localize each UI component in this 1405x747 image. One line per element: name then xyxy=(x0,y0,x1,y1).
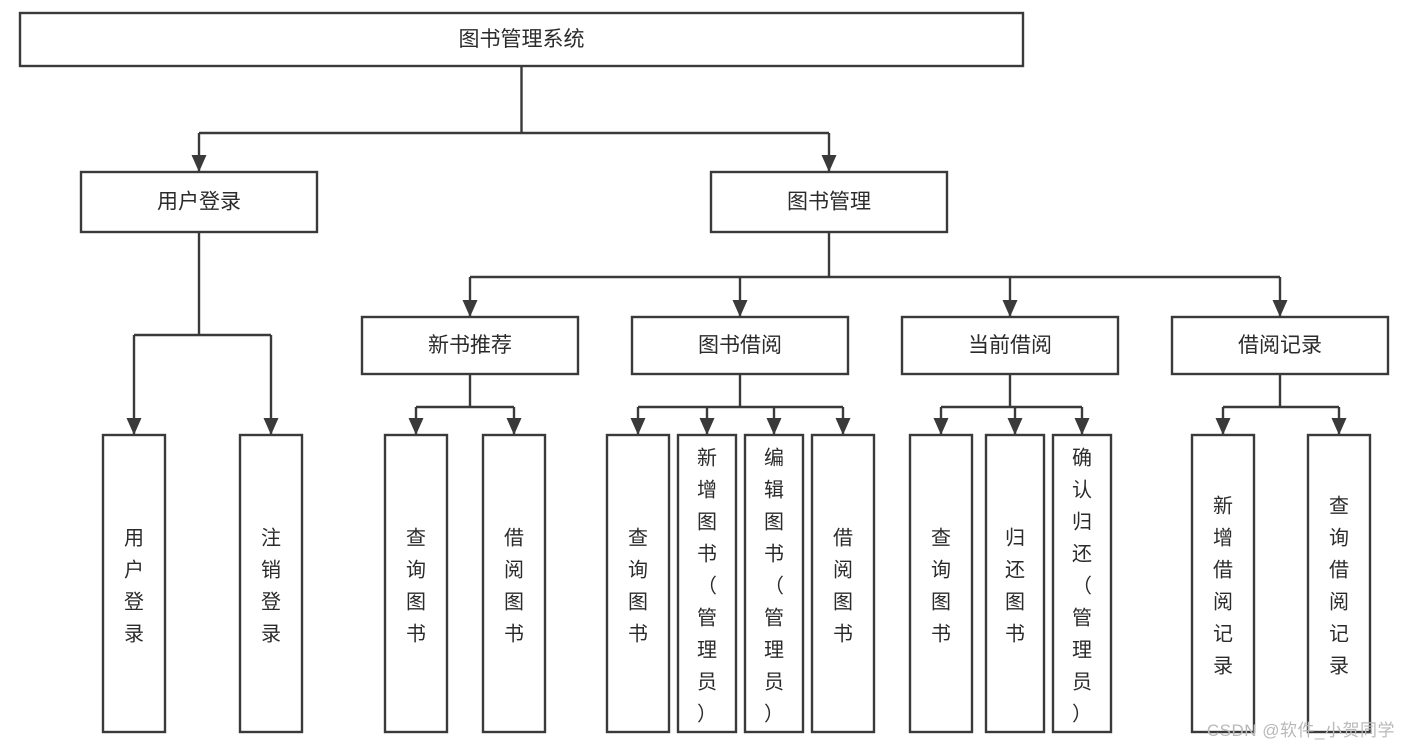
node-borrow-records[interactable]: 借阅记录 xyxy=(1170,315,1390,376)
arrow-head-icon xyxy=(766,418,782,435)
arrow-head-icon xyxy=(821,155,837,172)
node-user-logout[interactable]: 注销登录 xyxy=(238,433,304,734)
node-box-user-logout xyxy=(238,433,304,734)
node-box-book-management xyxy=(709,170,949,234)
node-book-borrow[interactable]: 图书借阅 xyxy=(630,315,850,376)
node-current-return-book[interactable]: 归还图书 xyxy=(984,433,1046,734)
node-label-record-add: 新增借阅记录 xyxy=(1213,494,1233,677)
node-box-recommend-query-book xyxy=(383,433,449,734)
node-box-user-login xyxy=(79,170,319,234)
arrow-head-icon xyxy=(699,418,715,435)
node-label-current-borrow: 当前借阅 xyxy=(968,334,1052,357)
csdn-watermark: CSDN @软件_小贺同学 xyxy=(1206,721,1395,740)
node-box-current-return-book xyxy=(984,433,1046,734)
node-label-current-return-book: 归还图书 xyxy=(1005,526,1025,645)
node-box-recommend-borrow-book xyxy=(481,433,547,734)
node-borrow-query-book[interactable]: 查询图书 xyxy=(605,433,671,734)
node-box-record-add xyxy=(1190,433,1256,734)
node-label-new-book-recommend: 新书推荐 xyxy=(428,334,512,357)
node-label-recommend-borrow-book: 借阅图书 xyxy=(504,526,524,645)
node-record-add[interactable]: 新增借阅记录 xyxy=(1190,433,1256,734)
node-current-query-book[interactable]: 查询图书 xyxy=(908,433,974,734)
arrow-head-icon xyxy=(1007,418,1023,435)
node-box-root xyxy=(18,11,1025,68)
arrow-head-icon xyxy=(835,418,851,435)
arrow-head-icon xyxy=(408,418,424,435)
node-label-borrow-borrow-book: 借阅图书 xyxy=(833,526,853,645)
node-recommend-borrow-book[interactable]: 借阅图书 xyxy=(481,433,547,734)
node-borrow-borrow-book[interactable]: 借阅图书 xyxy=(810,433,876,734)
node-box-user-login-do xyxy=(101,433,167,734)
node-root[interactable]: 图书管理系统 xyxy=(18,11,1025,68)
node-box-book-borrow xyxy=(630,315,850,376)
node-box-borrow-add-book xyxy=(676,433,738,734)
node-box-borrow-records xyxy=(1170,315,1390,376)
arrow-head-icon xyxy=(732,300,748,317)
node-box-current-query-book xyxy=(908,433,974,734)
node-box-current-confirm-return xyxy=(1051,433,1113,734)
node-new-book-recommend[interactable]: 新书推荐 xyxy=(360,315,580,376)
node-box-current-borrow xyxy=(900,315,1120,376)
node-label-borrow-query-book: 查询图书 xyxy=(628,526,648,645)
arrow-head-icon xyxy=(126,418,142,435)
node-current-confirm-return[interactable]: 确认归还（管理员） xyxy=(1051,433,1113,734)
node-user-login[interactable]: 用户登录 xyxy=(79,170,319,234)
node-user-login-do[interactable]: 用户登录 xyxy=(101,433,167,734)
arrow-head-icon xyxy=(1002,300,1018,317)
arrow-head-icon xyxy=(1215,418,1231,435)
arrow-head-icon xyxy=(1331,418,1347,435)
node-book-management[interactable]: 图书管理 xyxy=(709,170,949,234)
arrow-head-icon xyxy=(462,300,478,317)
arrow-head-icon xyxy=(191,155,207,172)
node-label-borrow-records: 借阅记录 xyxy=(1238,334,1322,357)
node-box-borrow-borrow-book xyxy=(810,433,876,734)
node-current-borrow[interactable]: 当前借阅 xyxy=(900,315,1120,376)
arrow-head-icon xyxy=(1272,300,1288,317)
arrow-head-icon xyxy=(1074,418,1090,435)
arrow-head-icon xyxy=(630,418,646,435)
node-label-user-logout: 注销登录 xyxy=(261,526,281,645)
node-label-record-query: 查询借阅记录 xyxy=(1329,494,1349,677)
node-label-borrow-edit-book: 编辑图书（管理员） xyxy=(764,446,784,725)
node-box-new-book-recommend xyxy=(360,315,580,376)
node-label-recommend-query-book: 查询图书 xyxy=(406,526,426,645)
connector-layer xyxy=(126,66,1347,435)
arrow-head-icon xyxy=(506,418,522,435)
node-box-borrow-edit-book xyxy=(743,433,805,734)
node-record-query[interactable]: 查询借阅记录 xyxy=(1306,433,1372,734)
node-label-current-confirm-return: 确认归还（管理员） xyxy=(1072,446,1092,725)
node-borrow-edit-book[interactable]: 编辑图书（管理员） xyxy=(743,433,805,734)
node-label-book-borrow: 图书借阅 xyxy=(698,334,782,357)
node-label-borrow-add-book: 新增图书（管理员） xyxy=(697,446,717,725)
node-box-record-query xyxy=(1306,433,1372,734)
node-box-borrow-query-book xyxy=(605,433,671,734)
node-label-user-login-do: 用户登录 xyxy=(124,527,144,645)
arrow-head-icon xyxy=(933,418,949,435)
node-label-root: 图书管理系统 xyxy=(459,28,585,51)
arrow-head-icon xyxy=(263,418,279,435)
node-layer: 图书管理系统用户登录用户登录注销登录图书管理新书推荐查询图书借阅图书图书借阅查询… xyxy=(18,11,1390,734)
node-label-user-login: 用户登录 xyxy=(157,191,241,214)
node-label-current-query-book: 查询图书 xyxy=(931,526,951,645)
node-recommend-query-book[interactable]: 查询图书 xyxy=(383,433,449,734)
node-borrow-add-book[interactable]: 新增图书（管理员） xyxy=(676,433,738,734)
node-label-book-management: 图书管理 xyxy=(787,191,871,214)
